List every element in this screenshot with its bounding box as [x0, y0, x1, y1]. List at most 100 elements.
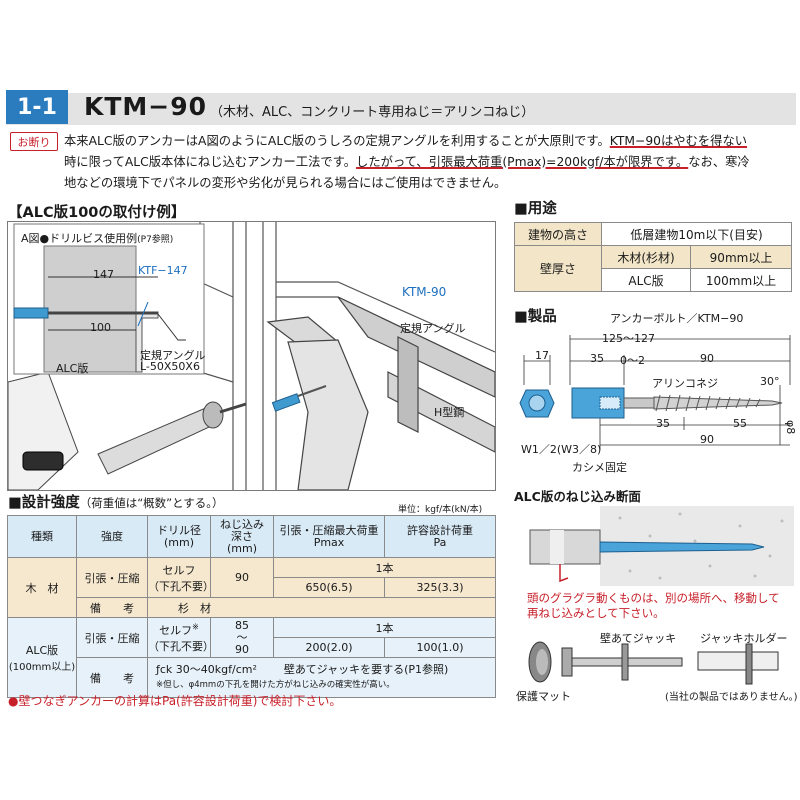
alc-depth: 85〜90	[210, 617, 274, 658]
section-note: (当社の製品ではありません。)	[665, 692, 798, 703]
alc-kind: ALC版 (100mm以上)	[7, 617, 77, 698]
label-jack: 壁あてジャッキ	[600, 632, 677, 645]
col-depth-1: ねじ込み	[220, 517, 264, 531]
notice-badge: お断り	[10, 132, 58, 151]
alc-drill-2: （下孔不要）	[148, 639, 214, 653]
label-mat: 保護マット	[516, 690, 571, 703]
notice-underlined-1: KTM−90はやむを得ない	[609, 134, 748, 148]
col-pa-2: Pa	[433, 535, 447, 549]
col-kind: 種類	[7, 515, 77, 558]
alc-note-label: 備 考	[76, 657, 148, 698]
label-kashime: カシメ固定	[572, 461, 627, 474]
label-ktf: KTF−147	[138, 264, 188, 277]
alc-drill-1: セルフ	[159, 623, 193, 637]
wood-depth: 90	[210, 557, 274, 598]
alc-pa: 100(1.0)	[384, 637, 496, 658]
product-drawing	[519, 335, 791, 450]
alc-drill-mark: ※	[192, 621, 199, 631]
alc-depth-2: 〜	[236, 630, 248, 644]
design-heading-wrap: ■設計強度（荷重値は“概数”とする。）	[8, 491, 224, 512]
alc-count: 1本	[273, 617, 496, 638]
wood-count: 1本	[273, 557, 496, 578]
usage-cell: 100mm以上	[690, 268, 792, 292]
col-pmax-1: 引張・圧縮最大荷重	[279, 523, 379, 537]
alc-kind-1: ALC版	[25, 644, 59, 657]
alc-note: ƒck 30〜40kgf/cm² 壁あてジャッキを要する(P1参照) ※但し、φ…	[147, 657, 496, 698]
inset-title-text: A図●ドリルビス使用例	[21, 232, 138, 245]
label-ktm: KTM-90	[402, 285, 447, 299]
usage-cell: 壁厚さ	[514, 245, 602, 292]
alc-note-jack: 壁あてジャッキを要する(P1参照)	[283, 663, 449, 676]
dim-100: 100	[90, 321, 111, 334]
notice-line-3: なお、寒冷	[688, 155, 750, 169]
alc-strength: 引張・圧縮	[76, 617, 148, 658]
wood-drill-1: セルフ	[162, 563, 196, 577]
wood-note: 杉 材	[147, 597, 496, 618]
alc-drill: セルフ※ （下孔不要）	[147, 617, 214, 658]
col-depth: ねじ込み深さ(mm)	[210, 515, 274, 558]
dim-35b: 35	[656, 417, 670, 430]
inset-title: A図●ドリルビス使用例(P7参照)	[21, 230, 173, 246]
section-number: 1-1	[6, 90, 68, 124]
usage-cell: ALC版	[601, 268, 691, 292]
design-heading-note: （荷重値は“概数”とする。）	[79, 496, 224, 510]
section-view-heading: ALC版のねじ込み断面	[514, 489, 641, 504]
bottom-note: ●壁つなぎアンカーの計算はPa(許容設計荷重)で検討下さい。	[8, 694, 342, 708]
install-heading: 【ALC版100の取付け例】	[8, 205, 186, 221]
install-illustration	[8, 222, 495, 490]
wood-drill-2: （下孔不要）	[148, 579, 214, 593]
dim-90b: 90	[700, 433, 714, 446]
wood-pa: 325(3.3)	[384, 577, 496, 598]
jack-drawing	[528, 641, 779, 685]
wood-kind: 木 材	[7, 557, 77, 618]
alc-depth-3: 90	[235, 642, 249, 656]
dim-90: 90	[700, 352, 714, 365]
page-title: KTM−90	[84, 92, 208, 121]
dim-phi8: φ8	[784, 420, 797, 435]
product-heading: ■製品	[514, 309, 557, 325]
usage-cell: 建物の高さ	[514, 222, 602, 246]
usage-heading: ■用途	[514, 201, 557, 217]
warning-line-2: 再ねじ込みとして下さい。	[527, 606, 665, 620]
label-arinko: アリンコネジ	[652, 377, 718, 390]
usage-cell: 90mm以上	[690, 245, 792, 269]
col-drill-2: (mm)	[163, 535, 194, 549]
notice-line-4: 地などの環境下でパネルの変形や劣化が見られる場合にはご使用はできません。	[64, 176, 507, 190]
alc-pmax: 200(2.0)	[273, 637, 385, 658]
col-strength: 強度	[76, 515, 148, 558]
section-warning: 頭のグラグラ動くものは、別の場所へ、移動して 再ねじ込みとして下さい。	[527, 591, 780, 621]
inset-ref: (P7参照)	[137, 235, 174, 245]
notice-line-2: 時に限ってALC版本体にねじ込むアンカー工法です。	[64, 155, 357, 169]
wood-pmax: 650(6.5)	[273, 577, 385, 598]
col-depth-2: 深さ	[231, 529, 253, 543]
label-angle-1: 定規アングル	[140, 349, 206, 362]
dim-overall: 125〜127	[602, 332, 655, 345]
design-unit: 単位：kgf/本(kN/本)	[398, 505, 483, 515]
label-teiki-angle: 定規アングル	[400, 322, 466, 335]
label-alc: ALC版	[56, 362, 89, 375]
bolt-label: アンカーボルト／KTM−90	[610, 312, 744, 325]
dim-55: 55	[733, 417, 747, 430]
notice-text: 本来ALC版のアンカーはA図のようにALC版のうしろの定規アングルを利用すること…	[64, 131, 794, 194]
col-drill-1: ドリル径	[157, 523, 201, 537]
label-angle-2: L-50X50X6	[140, 360, 200, 373]
design-heading: ■設計強度	[8, 495, 80, 511]
dim-147: 147	[93, 268, 114, 281]
col-depth-3: (mm)	[226, 541, 257, 555]
usage-table: 建物の高さ 低層建物10m以下(目安) 壁厚さ 木材(杉材) 90mm以上 AL…	[514, 222, 792, 292]
col-pa-1: 許容設計荷重	[407, 523, 473, 537]
alc-depth-1: 85	[235, 618, 249, 632]
alc-kind-2: (100mm以上)	[8, 662, 76, 673]
dim-35: 35	[590, 352, 604, 365]
usage-cell: 低層建物10m以下(目安)	[601, 222, 792, 246]
wood-note-label: 備 考	[76, 597, 148, 618]
dim-17: 17	[535, 349, 549, 362]
label-h-beam: H型鋼	[434, 406, 465, 419]
alc-footnote: ※但し、φ4mmの下孔を開けた方がねじ込みの確実性が高い。	[156, 680, 395, 690]
notice-underlined-2: したがって、引張最大荷重(Pmax)=200kgf/本が限界です。	[356, 155, 689, 169]
alc-note-fck: ƒck 30〜40kgf/cm²	[156, 663, 257, 676]
wood-strength: 引張・圧縮	[76, 557, 148, 598]
